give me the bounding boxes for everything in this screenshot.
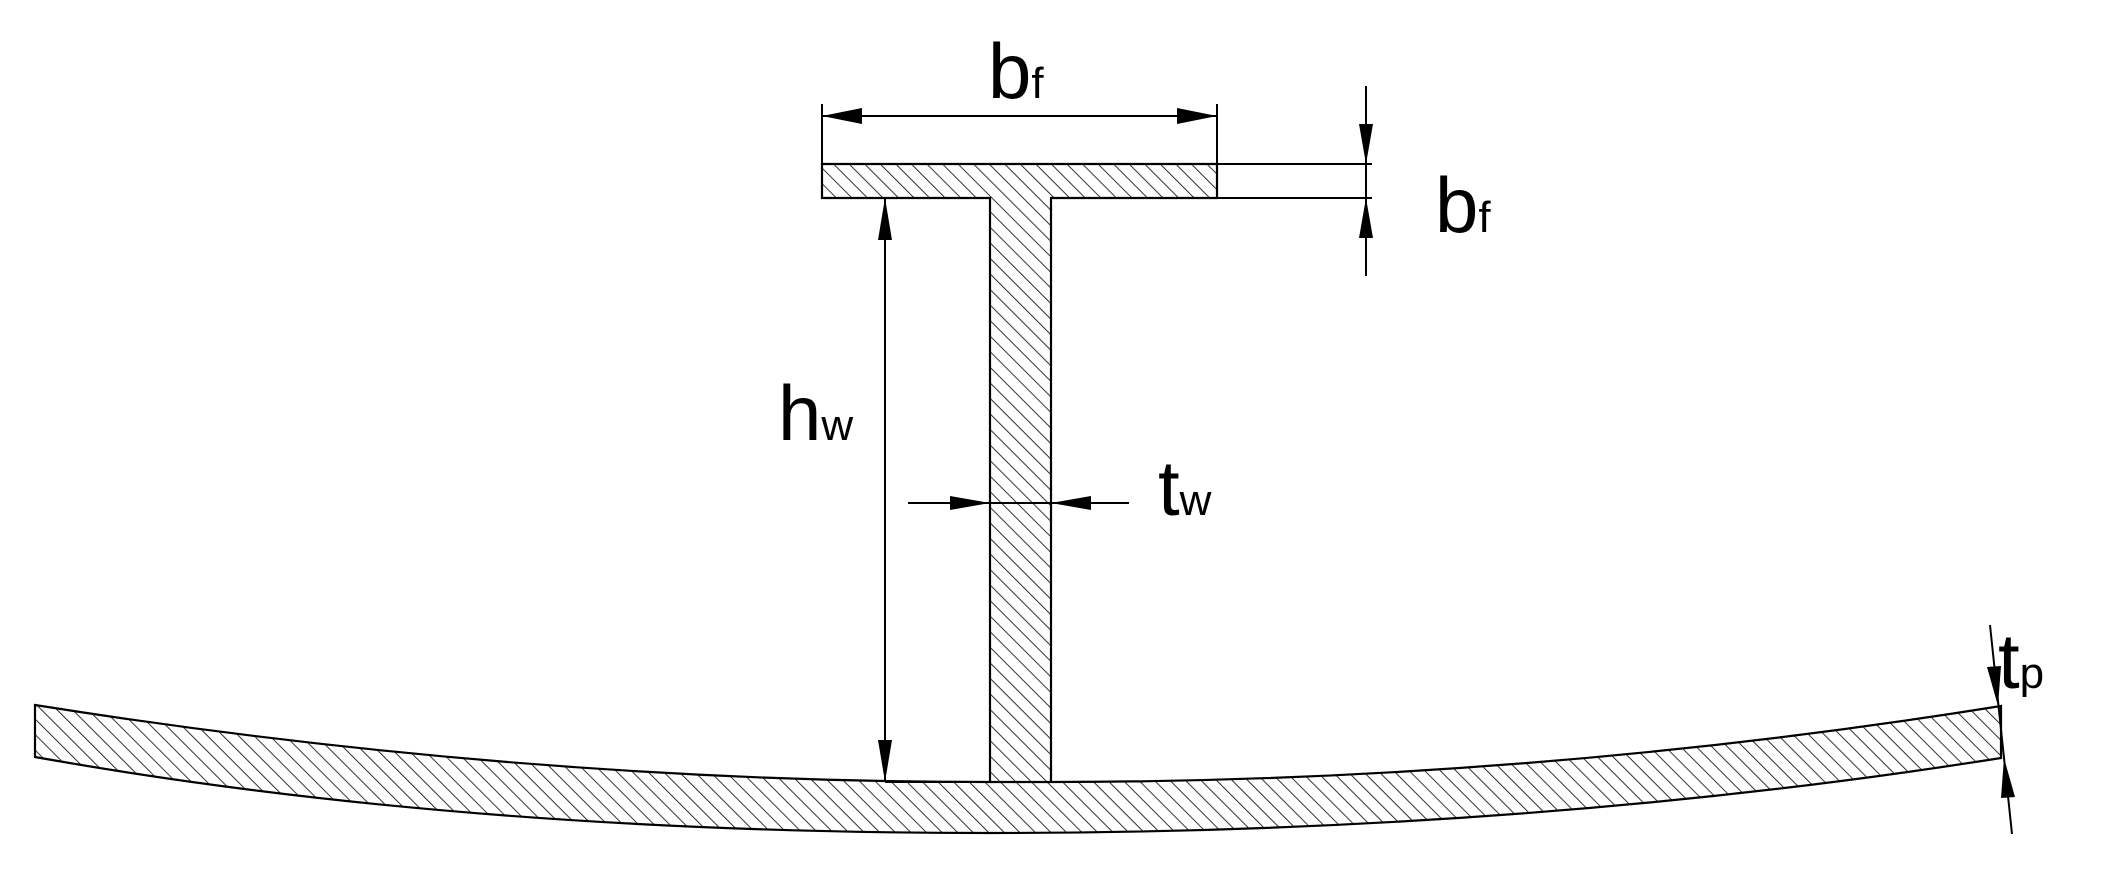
web-height-dimension bbox=[878, 198, 955, 783]
stiffener-and-plate-section bbox=[33, 162, 2003, 835]
web-thickness-label: tw bbox=[1158, 444, 1212, 532]
plate-thickness-dimension bbox=[1987, 624, 2015, 835]
plate-thickness-label: tp bbox=[1998, 617, 2044, 705]
flange-thickness-label: bf bbox=[1435, 161, 1491, 249]
flange-width-dimension bbox=[821, 104, 1218, 164]
flange-thickness-dimension bbox=[1217, 86, 1373, 276]
flange-width-label: bf bbox=[988, 27, 1044, 115]
web-height-label: hw bbox=[778, 369, 853, 457]
web-thickness-dimension bbox=[908, 496, 1129, 510]
